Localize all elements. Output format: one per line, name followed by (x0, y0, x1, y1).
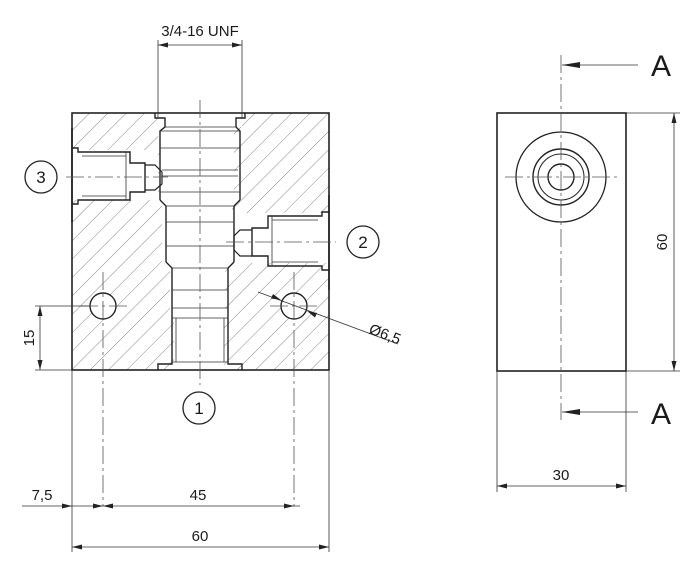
dim-60-bottom-label: 60 (192, 528, 209, 545)
dim-30-label: 30 (553, 467, 570, 484)
port-1-balloon: 1 (182, 391, 216, 425)
port-2-label: 2 (358, 233, 367, 252)
front-section-view (66, 100, 336, 506)
dimension-7-5-and-45: 7,5 45 (22, 370, 330, 552)
section-top-label: A (651, 50, 671, 83)
section-bottom-label: A (651, 398, 671, 431)
thread-dimension: 3/4-16 UNF (157, 23, 243, 118)
dimension-15: 15 (21, 305, 90, 371)
port-2-bore (233, 195, 330, 290)
section-marker-bottom: A (562, 398, 671, 431)
hole-diameter-label: Ø6,5 (367, 321, 403, 349)
dimension-30: 30 (496, 371, 627, 492)
dimension-60-bottom: 60 (72, 528, 329, 550)
port-3-balloon: 3 (24, 160, 58, 194)
dim-7-5-label: 7,5 (32, 487, 53, 504)
dim-45-label: 45 (190, 487, 207, 504)
section-marker-top: A (562, 50, 671, 83)
port-1-label: 1 (194, 399, 203, 418)
hatched-body (72, 113, 329, 370)
dimension-60-side: 60 (626, 112, 680, 372)
port-2-balloon: 2 (346, 225, 380, 259)
dim-60-side-label: 60 (654, 234, 671, 251)
side-view (496, 55, 627, 420)
side-block-outline (496, 112, 627, 372)
port-3-label: 3 (36, 168, 45, 187)
port-3-bore (71, 128, 163, 222)
dim-15-label: 15 (21, 330, 38, 347)
thread-label: 3/4-16 UNF (161, 23, 239, 40)
